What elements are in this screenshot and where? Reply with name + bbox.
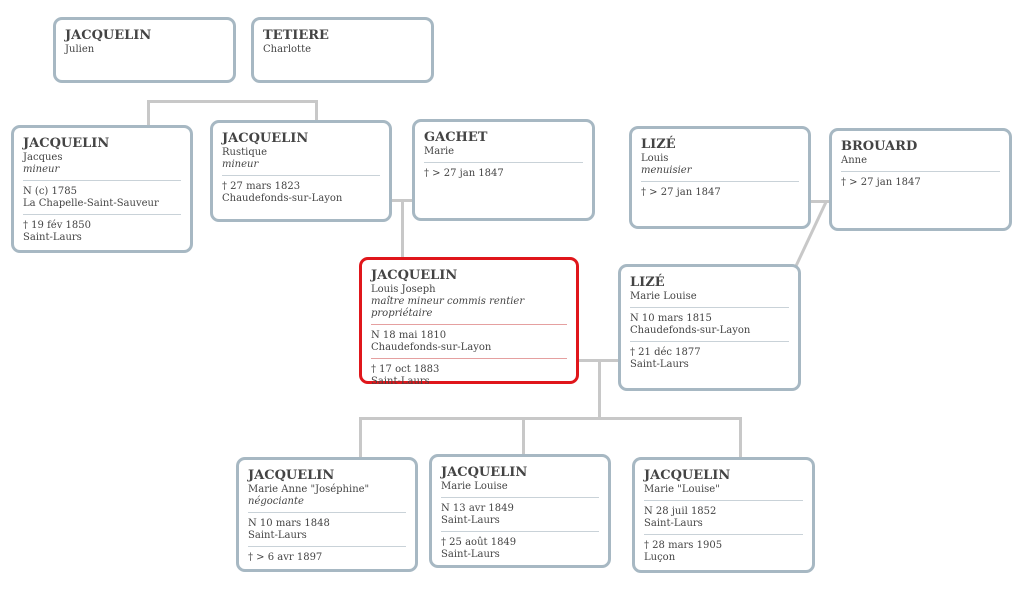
surname: LIZÉ <box>641 137 676 152</box>
divider <box>644 534 803 535</box>
death: † 25 août 1849 <box>441 537 517 548</box>
person-card[interactable]: LIZÉ Louis menuisier † > 27 jan 1847 <box>629 126 811 229</box>
person-card[interactable]: GACHET Marie † > 27 jan 1847 <box>412 119 595 221</box>
death: † 21 déc 1877 <box>630 347 701 358</box>
surname: JACQUELIN <box>371 268 458 283</box>
occupation: mineur <box>23 164 60 175</box>
divider <box>222 175 380 176</box>
surname: JACQUELIN <box>441 465 528 480</box>
connector <box>315 100 318 122</box>
person-card[interactable]: JACQUELIN Jacques mineur N (c) 1785 La C… <box>11 125 193 253</box>
given-name: Marie Louise <box>630 291 697 302</box>
divider <box>630 307 789 308</box>
person-card[interactable]: TETIERE Charlotte <box>251 17 434 83</box>
birth-place: Saint-Laurs <box>248 530 307 541</box>
divider <box>644 500 803 501</box>
given-name: Marie Louise <box>441 481 508 492</box>
birth: N 18 mai 1810 <box>371 330 447 341</box>
divider <box>641 181 799 182</box>
occupation: mineur <box>222 159 259 170</box>
given-name: Julien <box>65 44 95 55</box>
divider <box>841 171 1000 172</box>
connector <box>808 200 831 203</box>
death-place: Saint-Laurs <box>630 359 689 370</box>
birth: N 10 mars 1848 <box>248 518 330 529</box>
surname: TETIERE <box>263 28 329 43</box>
given-name: Louis Joseph <box>371 284 436 295</box>
death: † 17 oct 1883 <box>371 364 440 375</box>
divider <box>441 531 599 532</box>
root-person-card[interactable]: JACQUELIN Louis Joseph maître mineur com… <box>359 257 579 387</box>
person-card[interactable]: JACQUELIN Marie "Louise" N 28 juil 1852 … <box>632 457 815 573</box>
person-card[interactable]: JACQUELIN Marie Anne "Joséphine" négocia… <box>236 457 418 572</box>
divider <box>424 162 583 163</box>
occupation: négociante <box>248 496 304 507</box>
surname: JACQUELIN <box>23 136 110 151</box>
occupation: maître mineur commis rentier propriétair… <box>371 296 525 319</box>
surname: JACQUELIN <box>65 28 152 43</box>
birth: N 28 juil 1852 <box>644 506 717 517</box>
death-place: Saint-Laurs <box>23 232 82 243</box>
given-name: Charlotte <box>263 44 312 55</box>
connector <box>401 199 404 259</box>
surname: BROUARD <box>841 139 918 154</box>
death: † > 6 avr 1897 <box>248 552 323 563</box>
connector <box>359 417 742 420</box>
divider <box>23 180 181 181</box>
person-card[interactable]: JACQUELIN Julien <box>53 17 236 83</box>
surname: JACQUELIN <box>248 468 335 483</box>
given-name: Marie "Louise" <box>644 484 720 495</box>
connector <box>147 100 150 126</box>
birth-place: Saint-Laurs <box>644 518 703 529</box>
birth-place: Chaudefonds-sur-Layon <box>630 325 751 336</box>
given-name: Anne <box>841 155 868 166</box>
divider <box>248 546 406 547</box>
given-name: Marie <box>424 146 455 157</box>
given-name: Rustique <box>222 147 268 158</box>
birth-place: Saint-Laurs <box>441 515 500 526</box>
surname: JACQUELIN <box>644 468 731 483</box>
connector <box>522 417 525 457</box>
surname: JACQUELIN <box>222 131 309 146</box>
divider <box>248 512 406 513</box>
given-name: Marie Anne "Joséphine" <box>248 484 370 495</box>
divider <box>371 358 567 359</box>
person-card[interactable]: JACQUELIN Rustique mineur † 27 mars 1823… <box>210 120 392 222</box>
birth-place: Chaudefonds-sur-Layon <box>371 342 492 353</box>
birth: N (c) 1785 <box>23 186 77 197</box>
death: † > 27 jan 1847 <box>424 168 504 179</box>
divider <box>630 341 789 342</box>
occupation: menuisier <box>641 165 692 176</box>
death: † 28 mars 1905 <box>644 540 723 551</box>
connector <box>739 417 742 459</box>
birth: N 10 mars 1815 <box>630 313 712 324</box>
given-name: Louis <box>641 153 669 164</box>
death-place: Chaudefonds-sur-Layon <box>222 193 343 204</box>
divider <box>441 497 599 498</box>
death: † > 27 jan 1847 <box>841 177 921 188</box>
death-place: Luçon <box>644 552 676 563</box>
connector <box>598 359 601 419</box>
birth-place: La Chapelle-Saint-Sauveur <box>23 198 159 209</box>
death: † 19 fév 1850 <box>23 220 91 231</box>
death: † > 27 jan 1847 <box>641 187 721 198</box>
divider <box>371 324 567 325</box>
divider <box>23 214 181 215</box>
death-place: Saint-Laurs <box>441 549 500 560</box>
connector <box>148 100 318 103</box>
given-name: Jacques <box>23 152 63 163</box>
surname: GACHET <box>424 130 488 145</box>
connector <box>359 417 362 459</box>
death-place: Saint-Laurs <box>371 376 430 387</box>
person-card[interactable]: BROUARD Anne † > 27 jan 1847 <box>829 128 1012 231</box>
person-card[interactable]: LIZÉ Marie Louise N 10 mars 1815 Chaudef… <box>618 264 801 391</box>
death: † 27 mars 1823 <box>222 181 301 192</box>
birth: N 13 avr 1849 <box>441 503 514 514</box>
person-card[interactable]: JACQUELIN Marie Louise N 13 avr 1849 Sai… <box>429 454 611 568</box>
surname: LIZÉ <box>630 275 665 290</box>
